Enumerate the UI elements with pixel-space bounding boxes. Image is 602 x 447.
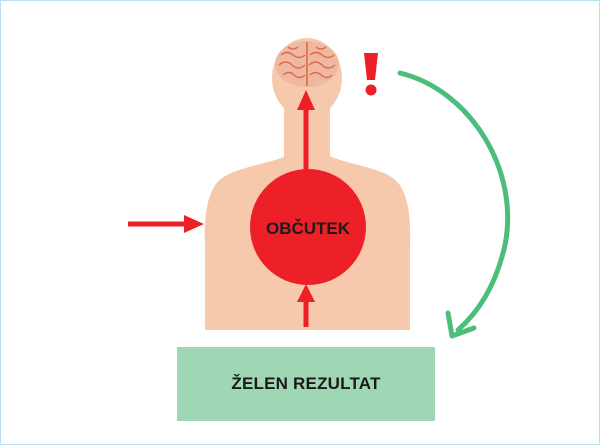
exclamation-icon bbox=[364, 53, 378, 96]
result-label: ŽELEN REZULTAT bbox=[231, 374, 380, 394]
curved-arrow-to-result bbox=[400, 73, 508, 336]
result-box: ŽELEN REZULTAT bbox=[177, 347, 435, 421]
incoming-arrow-left bbox=[128, 215, 204, 233]
brain-icon bbox=[275, 41, 339, 87]
feeling-label: OBČUTEK bbox=[266, 219, 351, 238]
